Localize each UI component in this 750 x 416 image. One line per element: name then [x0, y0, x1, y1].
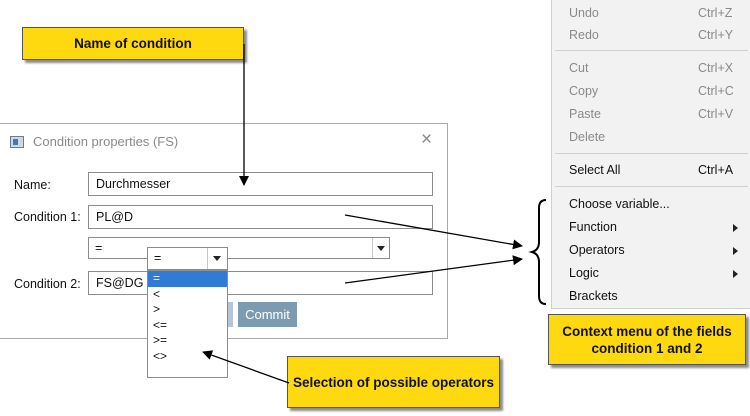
- callout-operators: Selection of possible operators: [287, 356, 500, 408]
- menu-item-brackets-label: Brackets: [569, 289, 618, 303]
- dialog-title: Condition properties (FS): [33, 134, 179, 149]
- operator-select[interactable]: =: [88, 237, 390, 259]
- menu-item-function[interactable]: Function: [552, 217, 750, 239]
- operator-option-equal[interactable]: =: [148, 271, 227, 287]
- operator-option-not-equal[interactable]: <>: [153, 348, 168, 363]
- menu-item-logic-label: Logic: [569, 266, 599, 280]
- operator-dropdown-select[interactable]: =: [147, 247, 228, 270]
- menu-separator: [555, 50, 748, 51]
- operator-dropdown-list: = < > <= >= <>: [147, 270, 228, 378]
- menu-item-redo-shortcut: Ctrl+Y: [698, 28, 734, 42]
- callout-context-menu: Context menu of the fields condition 1 a…: [548, 314, 746, 365]
- dialog-titlebar: Condition properties (FS) ×: [0, 124, 447, 158]
- menu-item-function-label: Function: [569, 220, 617, 234]
- ok-button[interactable]: [228, 302, 233, 327]
- menu-item-select-all-label: Select All: [569, 163, 621, 177]
- commit-button[interactable]: Commit: [238, 302, 297, 327]
- menu-item-copy-label: Copy: [569, 84, 599, 98]
- menu-item-delete-label: Delete: [569, 130, 606, 144]
- curly-bracket: [528, 199, 547, 305]
- menu-item-copy-shortcut: Ctrl+C: [698, 84, 734, 98]
- operator-dropdown-value: =: [154, 251, 162, 265]
- condition2-label: Condition 2:: [14, 277, 81, 291]
- menu-separator: [555, 186, 748, 187]
- menu-item-redo-label: Redo: [569, 28, 599, 42]
- window-icon: [10, 136, 24, 148]
- close-icon[interactable]: ×: [421, 129, 433, 150]
- name-input[interactable]: Durchmesser: [88, 172, 433, 196]
- submenu-arrow-icon: [733, 270, 738, 278]
- menu-item-cut-label: Cut: [569, 61, 589, 75]
- menu-item-paste-shortcut: Ctrl+V: [698, 107, 734, 121]
- menu-item-choose-variable[interactable]: Choose variable...: [552, 194, 750, 216]
- menu-item-logic[interactable]: Logic: [552, 263, 750, 285]
- menu-item-redo[interactable]: Redo Ctrl+Y: [552, 25, 750, 47]
- chevron-down-icon[interactable]: [207, 248, 227, 269]
- callout-name-of-condition: Name of condition: [22, 27, 244, 60]
- operator-option-greater-equal[interactable]: >=: [153, 333, 168, 347]
- condition1-input[interactable]: PL@D: [88, 205, 433, 229]
- menu-item-undo-label: Undo: [569, 6, 599, 20]
- menu-item-operators-label: Operators: [569, 243, 625, 257]
- operator-option-less-equal[interactable]: <=: [153, 317, 168, 332]
- operator-option-greater[interactable]: >: [153, 302, 161, 316]
- menu-item-copy[interactable]: Copy Ctrl+C: [552, 81, 750, 103]
- chevron-down-icon[interactable]: [372, 238, 389, 258]
- menu-item-select-all[interactable]: Select All Ctrl+A: [552, 160, 750, 182]
- name-label: Name:: [14, 178, 51, 192]
- operator-option-less[interactable]: <: [153, 286, 161, 301]
- context-menu: Undo Ctrl+Z Redo Ctrl+Y Cut Ctrl+X Copy …: [551, 0, 750, 309]
- menu-item-choose-variable-label: Choose variable...: [569, 197, 670, 211]
- menu-separator: [555, 153, 748, 154]
- menu-item-operators[interactable]: Operators: [552, 240, 750, 262]
- menu-item-paste[interactable]: Paste Ctrl+V: [552, 104, 750, 126]
- menu-item-undo[interactable]: Undo Ctrl+Z: [552, 3, 750, 25]
- menu-item-select-all-shortcut: Ctrl+A: [698, 163, 734, 177]
- submenu-arrow-icon: [733, 247, 738, 255]
- menu-item-undo-shortcut: Ctrl+Z: [698, 6, 733, 20]
- menu-item-cut-shortcut: Ctrl+X: [698, 61, 734, 75]
- operator-select-value: =: [95, 241, 103, 255]
- submenu-arrow-icon: [733, 224, 738, 232]
- menu-item-delete[interactable]: Delete: [552, 127, 750, 149]
- condition2-input[interactable]: FS@DG: [88, 271, 433, 295]
- menu-item-paste-label: Paste: [569, 107, 601, 121]
- menu-item-brackets[interactable]: Brackets: [552, 286, 750, 308]
- menu-item-cut[interactable]: Cut Ctrl+X: [552, 58, 750, 80]
- condition1-label: Condition 1:: [14, 210, 81, 224]
